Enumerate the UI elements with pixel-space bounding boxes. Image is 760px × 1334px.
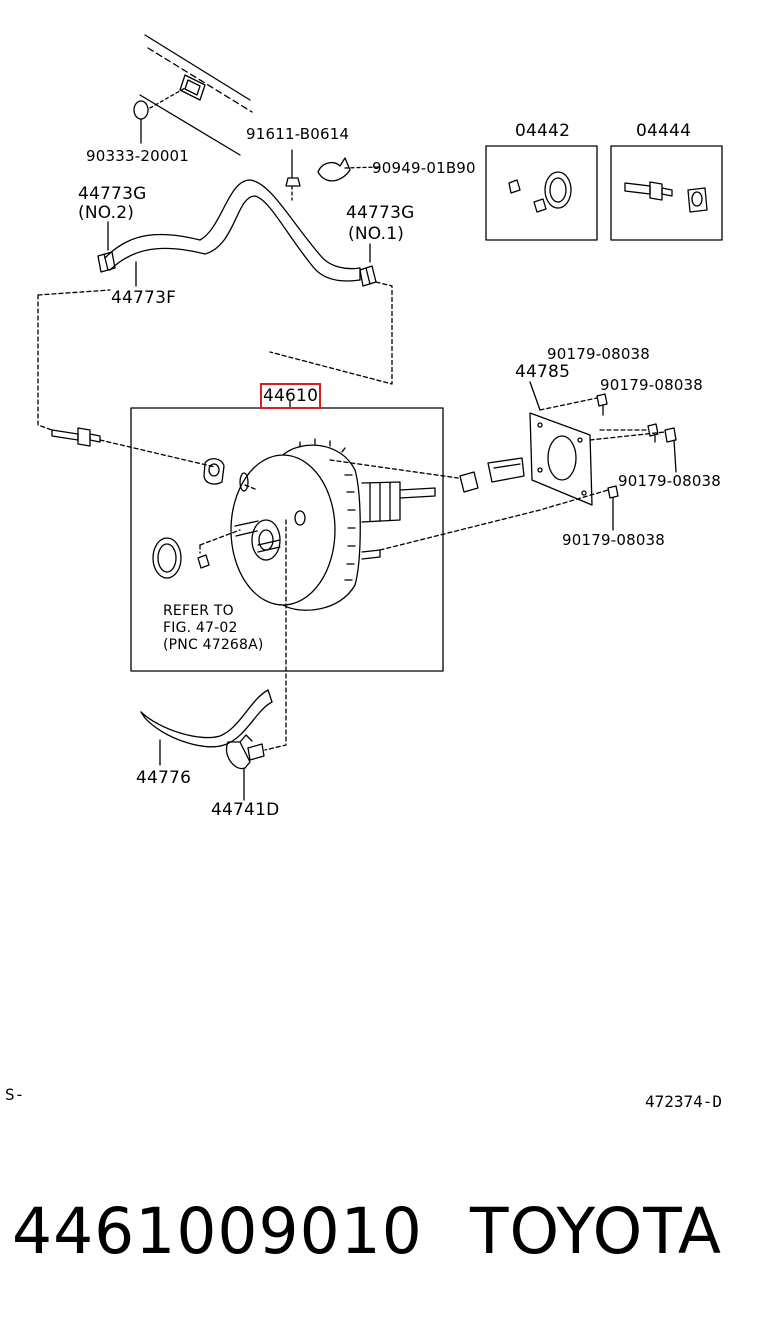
clip-44773g-no1	[359, 265, 377, 287]
label-44776: 44776	[136, 768, 192, 788]
assembly-box-44610	[130, 407, 444, 672]
label-90949: 90949-01B90	[372, 159, 476, 177]
brake-booster	[230, 438, 436, 611]
part-number: 4461009010	[12, 1195, 423, 1268]
refer-line-3: (PNC 47268A)	[163, 637, 264, 653]
label-90179-d: 90179-08038	[562, 531, 666, 549]
label-91611: 91611-B0614	[246, 125, 350, 143]
label-04444: 04444	[636, 121, 692, 141]
label-04442: 04442	[515, 121, 571, 141]
hose-44776	[140, 689, 273, 748]
grommet-2	[239, 472, 249, 492]
bolt-91611	[285, 149, 301, 187]
firewall-panel	[139, 34, 253, 156]
kit-box-04444	[610, 145, 723, 241]
routing-lines	[37, 281, 666, 751]
label-44773g-no2: 44773G	[78, 184, 147, 204]
brand-name: TOYOTA	[470, 1195, 722, 1268]
refer-line-2: FIG. 47-02	[163, 620, 238, 636]
stud-left	[51, 427, 101, 447]
refer-line-1: REFER TO	[163, 603, 234, 619]
nut	[197, 554, 210, 569]
seal-ring	[152, 537, 182, 579]
check-valve-44741d	[225, 734, 265, 770]
plug-90333	[133, 100, 149, 120]
label-44741d: 44741D	[211, 800, 280, 820]
nut-90179-d	[607, 485, 619, 499]
clamp-90949	[317, 157, 381, 182]
label-44773g-no1-sub: (NO.1)	[348, 224, 405, 244]
label-44773g-no1: 44773G	[346, 203, 415, 223]
nut-90179-b	[647, 423, 659, 437]
clevis	[459, 457, 525, 493]
corner-right-code: 472374-D	[645, 1092, 723, 1111]
nut-90179-c	[664, 427, 677, 443]
label-44610[interactable]: 44610	[259, 383, 322, 409]
label-90179-a: 90179-08038	[547, 345, 651, 363]
grommet	[203, 458, 225, 485]
label-90333: 90333-20001	[86, 147, 190, 165]
nut-90179-a	[596, 393, 608, 407]
gasket-44785	[529, 412, 593, 506]
kit-box-04442	[485, 145, 598, 241]
label-44773f: 44773F	[111, 288, 177, 308]
label-44773g-no2-sub: (NO.2)	[78, 203, 135, 223]
label-90179-b: 90179-08038	[600, 376, 704, 394]
clip-44773g-no2	[97, 251, 116, 273]
label-90179-c: 90179-08038	[618, 472, 722, 490]
corner-left-code: S-	[5, 1085, 25, 1104]
label-44785: 44785	[515, 362, 571, 382]
